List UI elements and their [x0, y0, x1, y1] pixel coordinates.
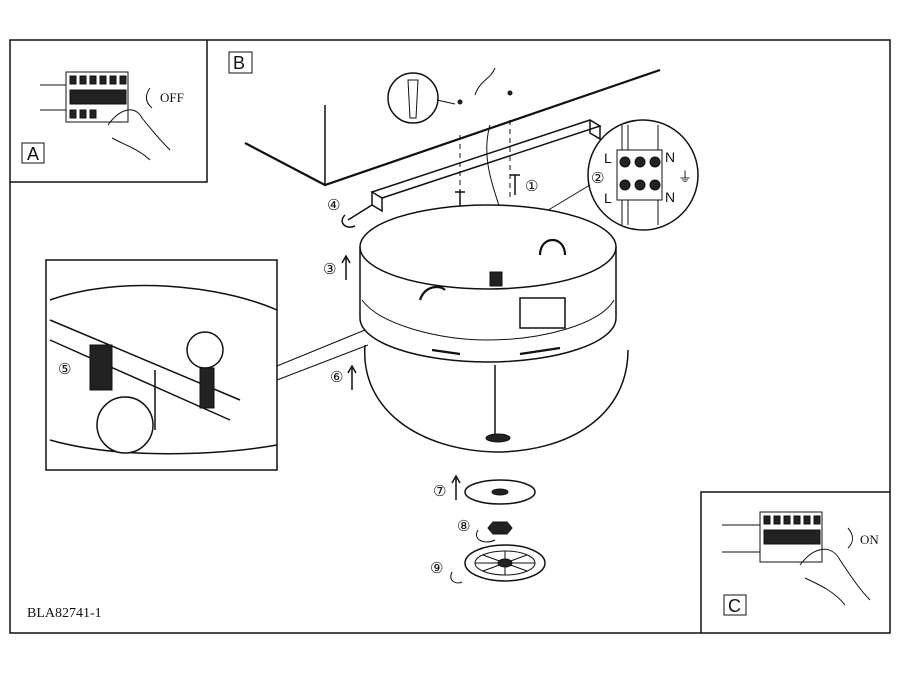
step-5: ⑤ [58, 360, 71, 378]
wall-plug-icon [387, 67, 513, 124]
decorative-finial [464, 544, 546, 582]
up-arrow-icon [451, 474, 461, 500]
earth-icon: ⏚ [678, 169, 692, 185]
screw-rotate-icon [341, 204, 373, 228]
panel-a-label: A [27, 144, 39, 164]
base-plate [359, 204, 617, 363]
ceiling [244, 68, 661, 187]
up-arrow-icon [341, 254, 351, 280]
step-1: ① [525, 177, 538, 195]
panel-a-switch-off: A OFF [10, 40, 208, 183]
nut [476, 521, 513, 543]
rotate-arrow-icon [450, 571, 463, 584]
switch-on-label: ON [860, 532, 879, 547]
rotate-arrow-icon [146, 87, 153, 109]
panel-c-switch-on: C ON [700, 491, 890, 633]
terminal-block-icon [759, 511, 823, 563]
panel-c-label-box [723, 594, 747, 616]
wire-loop [538, 239, 567, 256]
panel-c-label: C [728, 596, 741, 616]
lamp-socket [89, 344, 113, 391]
outer-frame [9, 39, 891, 634]
step-3: ③ [323, 260, 336, 278]
bulb-icon [96, 396, 154, 454]
terminal-n-top: N [665, 149, 675, 165]
lamp-socket [199, 367, 215, 409]
up-arrow-icon [347, 364, 357, 390]
hand-icon [107, 109, 171, 161]
terminal-n-bottom: N [665, 189, 675, 205]
step-9: ⑨ [430, 559, 443, 577]
step-6: ⑥ [330, 368, 343, 386]
switch-off-label: OFF [160, 90, 184, 105]
ceiling-cable [474, 67, 496, 96]
center-nut [489, 271, 503, 287]
step-8: ⑧ [457, 517, 470, 535]
lamp-holder-detail: ⑤ [45, 259, 369, 471]
panel-b-label-box [228, 51, 253, 74]
panel-a-label-box [21, 142, 45, 164]
terminal-l-bottom: L [604, 190, 612, 206]
step-4: ④ [327, 196, 340, 214]
terminal-l-top: L [604, 150, 612, 166]
panel-b-label: B [233, 53, 245, 73]
glass-shade [364, 344, 629, 453]
hand-icon [799, 548, 871, 606]
terminal-block-icon [519, 297, 566, 329]
terminal-block-icon [65, 71, 129, 123]
rotate-arrow-icon [847, 527, 853, 549]
step-7: ⑦ [433, 482, 446, 500]
mounting-bracket [370, 119, 602, 213]
terminal-detail: L N L N ⏚ ② [539, 119, 699, 231]
step-2: ② [591, 169, 604, 187]
bulb-icon [186, 331, 224, 369]
washer [464, 479, 536, 505]
document-code: BLA82741-1 [27, 606, 102, 621]
